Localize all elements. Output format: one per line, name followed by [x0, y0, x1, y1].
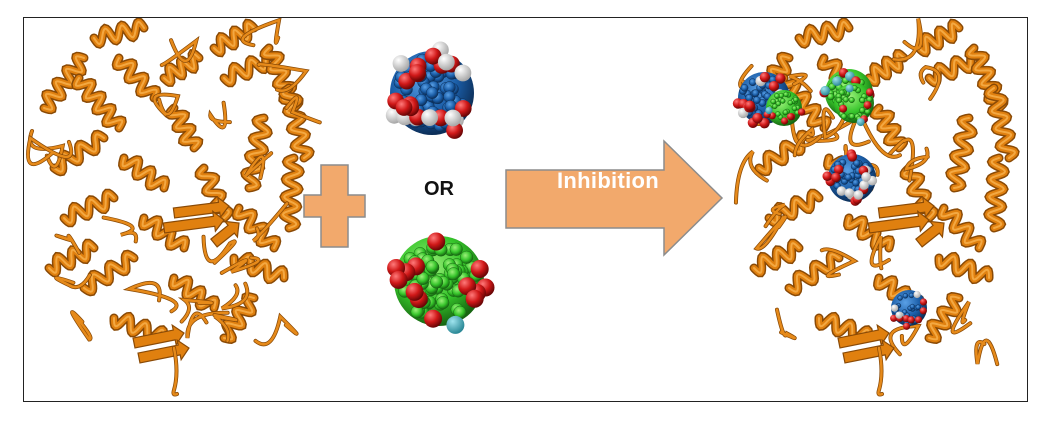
right-arrow-icon	[505, 139, 724, 257]
inhibition-label: Inhibition	[557, 168, 659, 193]
green-nanocluster-icon	[387, 232, 495, 334]
plus-icon	[303, 164, 366, 248]
protein-complex-icon	[732, 18, 1020, 397]
blue-nanocluster-icon	[385, 41, 474, 139]
or-label: OR	[424, 178, 454, 200]
diagram-canvas	[26, 18, 1020, 397]
diagram-frame: OR Inhibition	[23, 17, 1028, 402]
protein-ribbon-icon	[26, 18, 322, 397]
